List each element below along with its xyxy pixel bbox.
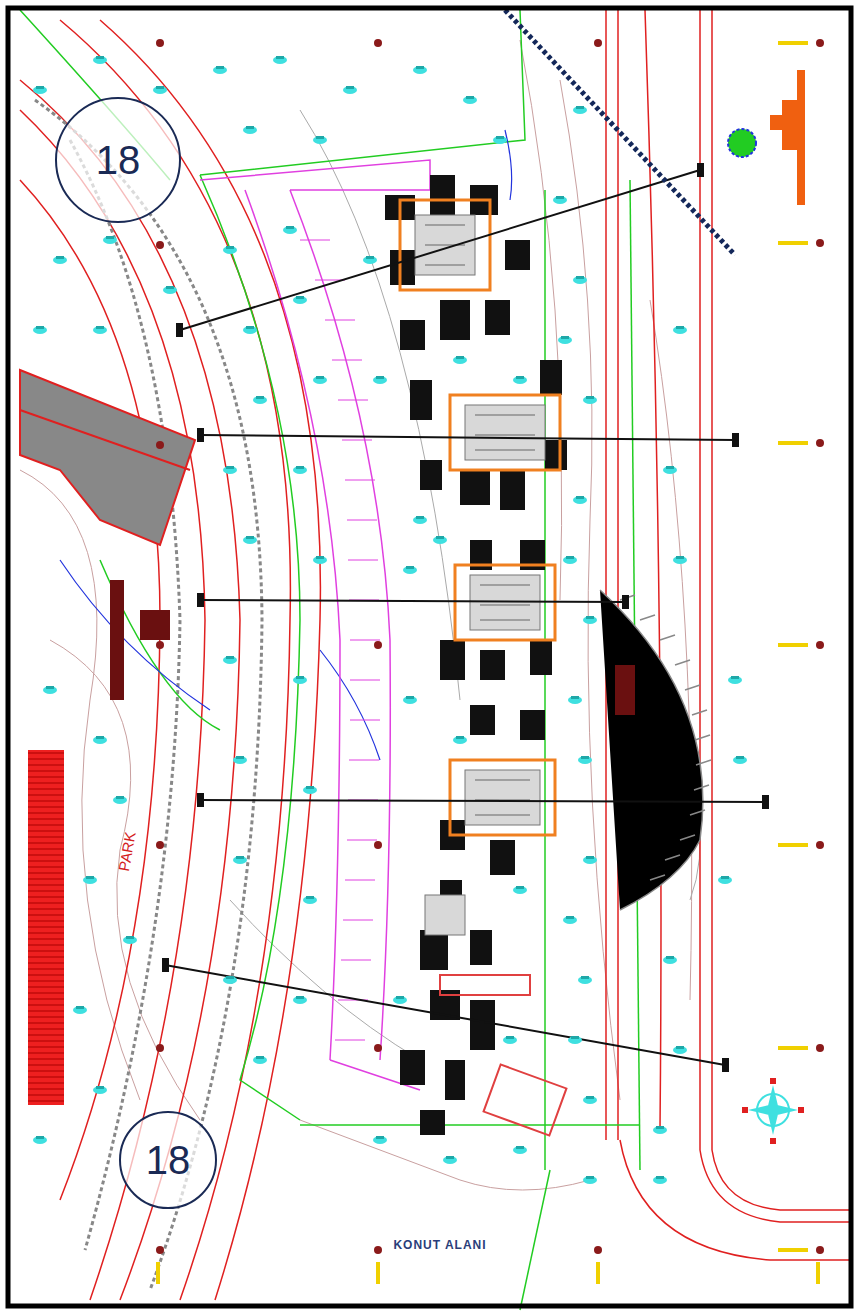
area-name: KONUT ALANI bbox=[393, 1239, 486, 1251]
road-number: 18 bbox=[96, 140, 141, 180]
road-number: 18 bbox=[146, 1140, 191, 1180]
